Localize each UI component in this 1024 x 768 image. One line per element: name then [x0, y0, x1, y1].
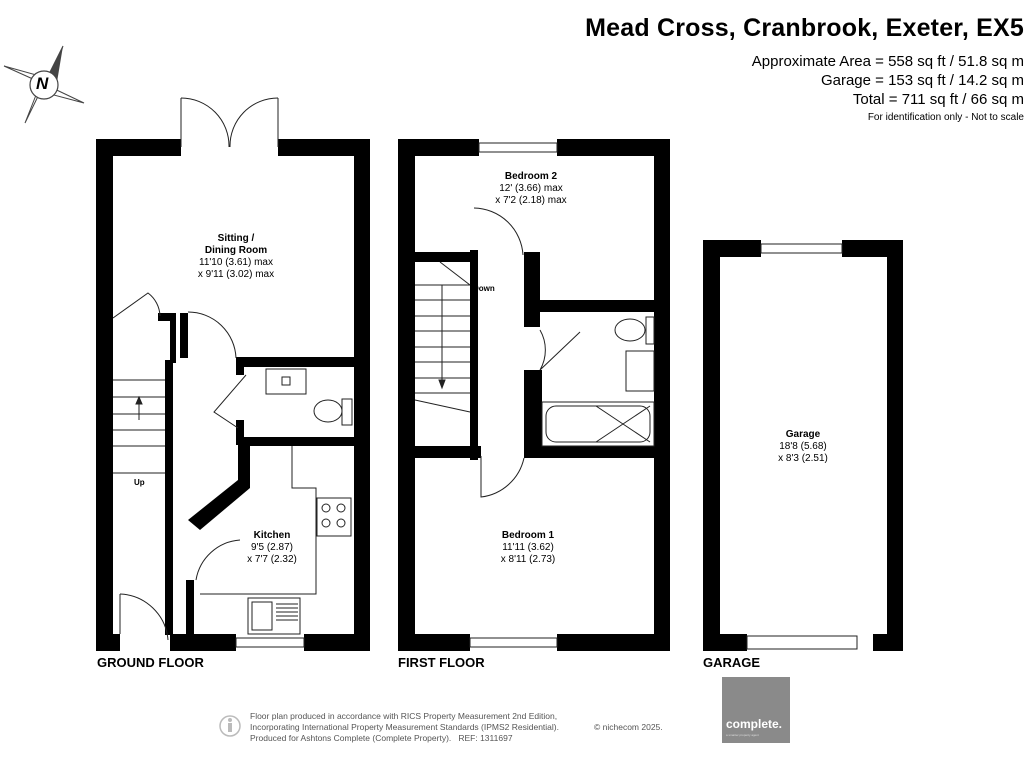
room-dimensions: x 7'7 (2.32): [247, 554, 297, 565]
stairs-up-label: Up: [134, 478, 145, 487]
garage-plan: [703, 240, 903, 651]
footer-ref: REF: 1311697: [458, 733, 513, 743]
total-area: Total = 711 sq ft / 66 sq m: [852, 91, 1024, 108]
logo-subtext: a smarter property agent: [726, 733, 759, 737]
room-name: Bedroom 1: [501, 530, 555, 541]
garage-area: Garage = 153 sq ft / 14.2 sq m: [820, 72, 1024, 89]
room-name: Bedroom 2: [504, 171, 558, 182]
room-bedroom-2: Bedroom 2 12' (3.66) max x 7'2 (2.18) ma…: [495, 171, 566, 207]
logo-text: complete.: [726, 717, 783, 731]
footer-produced-for: Produced for Ashtons Complete (Complete …: [250, 733, 452, 743]
room-dimensions: 11'11 (3.62): [502, 542, 554, 553]
room-name: Garage: [785, 429, 821, 440]
room-dimensions: 18'8 (5.68): [779, 441, 827, 452]
room-dimensions: 11'10 (3.61) max: [199, 257, 273, 268]
compass-north-letter: N: [36, 74, 49, 93]
ground-floor-label: GROUND FLOOR: [97, 655, 204, 670]
room-dimensions: x 8'11 (2.73): [500, 554, 556, 565]
agent-logo: complete. a smarter property agent: [722, 677, 790, 743]
garage-label: GARAGE: [703, 655, 761, 670]
room-sitting-dining: Sitting / Dining Room 11'10 (3.61) max x…: [198, 233, 274, 281]
room-dimensions: 12' (3.66) max: [499, 183, 563, 194]
room-dimensions: x 9'11 (3.02) max: [197, 269, 275, 280]
room-garage: Garage 18'8 (5.68) x 8'3 (2.51): [778, 429, 828, 465]
room-name: Sitting /: [217, 233, 255, 244]
copyright: © nichecom 2025.: [594, 722, 663, 732]
room-dimensions: x 8'3 (2.51): [778, 453, 828, 464]
room-name: Dining Room: [204, 245, 268, 256]
ground-floor-details: [112, 97, 353, 648]
info-person-icon: [219, 711, 241, 741]
first-floor-plan: [398, 139, 670, 651]
garage-details: [746, 243, 858, 650]
property-title: Mead Cross, Cranbrook, Exeter, EX5: [585, 14, 1024, 42]
footer-line-3: Produced for Ashtons Complete (Complete …: [250, 733, 559, 744]
ground-floor-plan: [96, 139, 370, 651]
footer-line-1: Floor plan produced in accordance with R…: [250, 711, 558, 721]
room-bedroom-1: Bedroom 1 11'11 (3.62) x 8'11 (2.73): [501, 530, 556, 566]
first-floor-label: FIRST FLOOR: [398, 655, 485, 670]
first-floor-details: [414, 142, 655, 648]
scale-note: For identification only - Not to scale: [867, 112, 1024, 123]
room-name: Kitchen: [253, 530, 291, 541]
stairs-down-label: Down: [473, 284, 495, 293]
room-kitchen: Kitchen 9'5 (2.87) x 7'7 (2.32): [247, 530, 297, 566]
room-dimensions: 9'5 (2.87): [251, 542, 293, 553]
approximate-area: Approximate Area = 558 sq ft / 51.8 sq m: [751, 53, 1024, 70]
room-dimensions: x 7'2 (2.18) max: [495, 195, 567, 206]
footer-line-2: Incorporating International Property Mea…: [250, 722, 559, 732]
footer-text: Floor plan produced in accordance with R…: [250, 711, 559, 744]
north-compass-icon: [3, 45, 85, 124]
